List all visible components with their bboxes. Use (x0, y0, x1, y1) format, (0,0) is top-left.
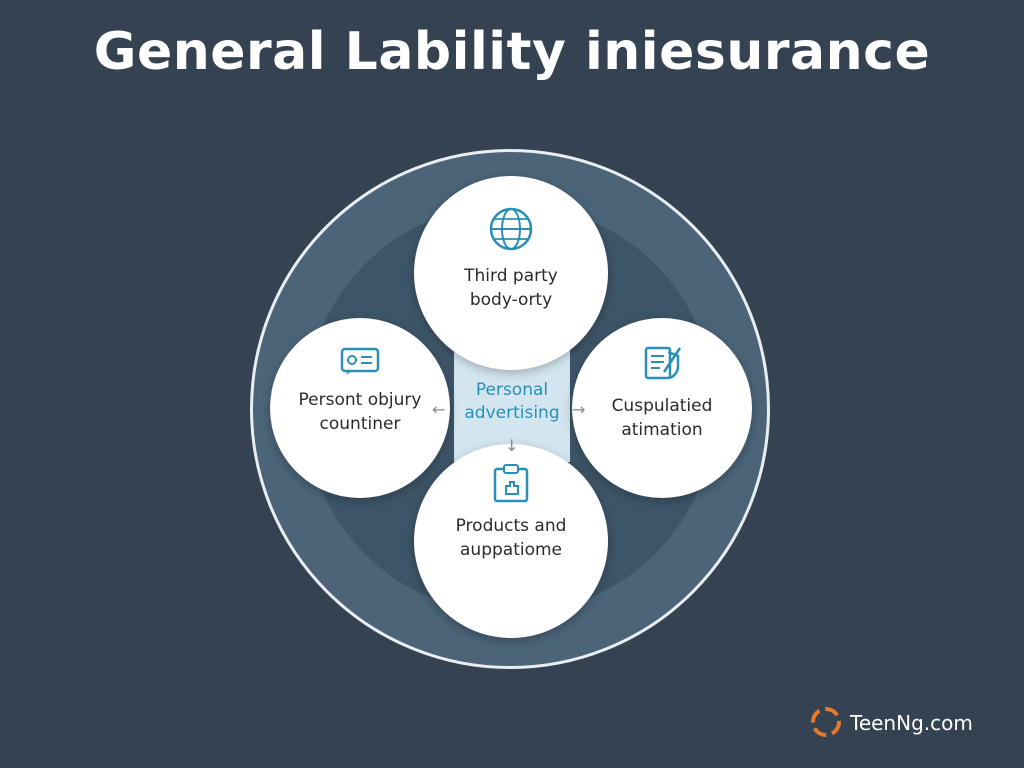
node-label-line2: body-orty (469, 290, 553, 310)
node-cuspulatied: Cuspulatied atimation (572, 318, 752, 498)
node-label-line2: atimation (621, 420, 703, 440)
page-title: General Lability iniesurance (93, 22, 931, 82)
center-label-line2: advertising (464, 403, 560, 423)
node-label-line1: Third party (464, 266, 558, 286)
arrow-left-icon: ← (432, 400, 446, 419)
node-products: Products and auppatiome (414, 444, 608, 638)
brand-text: TeenNg.com (850, 711, 973, 735)
clipboard-icon (493, 464, 529, 503)
globe-icon (489, 207, 533, 251)
document-shield-icon (644, 346, 682, 380)
center-label: Personal advertising (454, 379, 570, 425)
arrow-down-icon: ↓ (505, 436, 519, 455)
id-card-icon (340, 347, 380, 375)
center-label-line1: Personal (475, 380, 549, 400)
node-label-line1: Persont objury (298, 390, 422, 410)
arrow-right-icon: → (572, 400, 586, 419)
node-label-line1: Products and (455, 516, 567, 536)
node-personal-injury: Persont objury countiner (270, 318, 450, 498)
aperture-logo-icon (811, 707, 841, 737)
node-third-party: Third party body-orty (414, 176, 608, 370)
node-label-line2: auppatiome (460, 540, 562, 560)
node-label-line1: Cuspulatied (611, 396, 713, 416)
node-label-line2: countiner (319, 414, 401, 434)
